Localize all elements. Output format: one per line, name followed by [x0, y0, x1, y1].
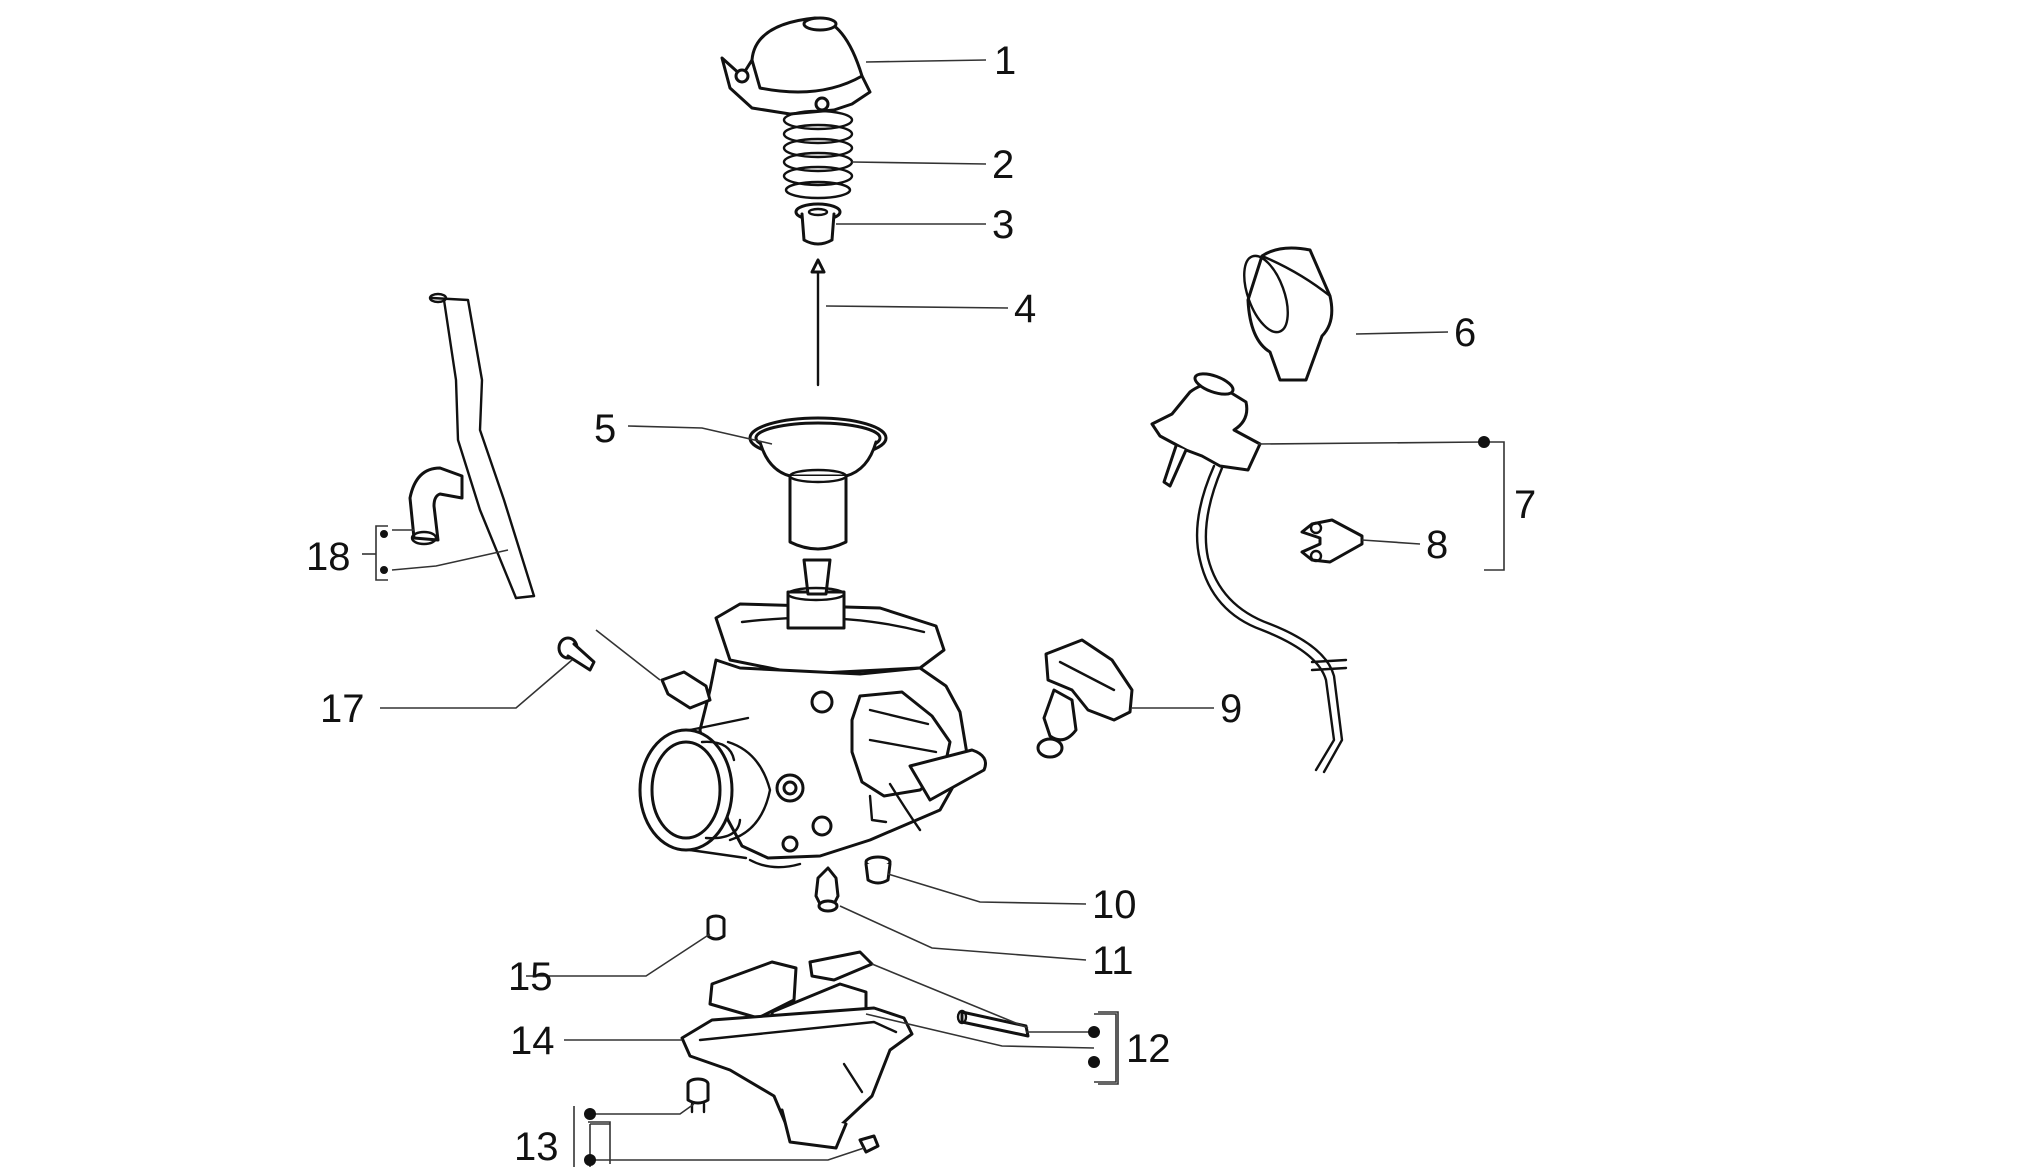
- callout-12: 12: [1126, 1027, 1171, 1071]
- callout-10: 10: [1092, 883, 1137, 927]
- callout-11: 11: [1092, 939, 1134, 983]
- callout-9: 9: [1220, 687, 1242, 731]
- callout-2: 2: [992, 143, 1014, 187]
- part-1-cover: [720, 16, 872, 116]
- leader-lines: [362, 59, 1505, 1167]
- part-2-spring: [782, 109, 854, 200]
- part-10-jet: [864, 855, 892, 885]
- callout-6: 6: [1454, 311, 1476, 355]
- part-8-clamp: [1300, 518, 1364, 564]
- part-5-slide: [748, 416, 888, 551]
- callout-14: 14: [510, 1019, 555, 1063]
- part-11-float-needle: [814, 866, 840, 913]
- callout-18: 18: [306, 535, 351, 579]
- bracket-dots: [380, 436, 1490, 1166]
- callout-labels: 1 2 3 4 5 6 7 8 9 10 11 12 13 14 15 17 1…: [306, 39, 1536, 1167]
- callout-8: 8: [1426, 523, 1448, 567]
- callout-1: 1: [994, 39, 1016, 83]
- part-4-needle: [810, 258, 826, 387]
- part-17-screw: [557, 636, 596, 672]
- callout-15: 15: [508, 955, 553, 999]
- part-7-starter-valve: [1150, 372, 1348, 774]
- callout-3: 3: [992, 203, 1014, 247]
- callout-13: 13: [514, 1125, 559, 1167]
- part-3-retainer: [794, 202, 842, 246]
- callout-17: 17: [320, 687, 365, 731]
- part-14-float-bowl: [680, 1006, 914, 1150]
- callout-7: 7: [1514, 483, 1536, 527]
- part-15-pilot-jet: [706, 914, 726, 941]
- carburetor-body: [638, 558, 987, 869]
- part-18-hoses: [408, 292, 536, 600]
- part-9-cutoff-valve: [1036, 638, 1134, 759]
- callout-4: 4: [1014, 287, 1036, 331]
- callout-5: 5: [594, 407, 616, 451]
- part-6-boot: [1243, 246, 1334, 382]
- brackets: [573, 1011, 1119, 1167]
